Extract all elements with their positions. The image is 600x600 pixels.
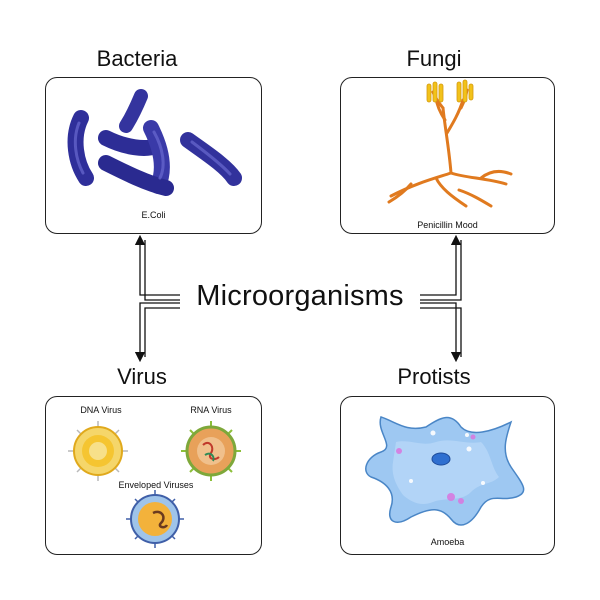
connector-protists	[415, 302, 462, 363]
connector-fungi-2	[415, 240, 462, 301]
connector-virus-2	[144, 307, 185, 357]
fungi-box: Penicillin Mood	[340, 77, 555, 234]
fungi-title: Fungi	[406, 46, 462, 71]
fungi-mycelium	[389, 171, 453, 198]
enveloped-virus	[126, 490, 184, 548]
rna-virus-label: RNA Virus	[190, 405, 232, 415]
diagram-title: Microorganisms	[180, 280, 420, 313]
bacteria-box: E.Coli	[45, 77, 262, 234]
bacteria-illustration	[67, 89, 242, 196]
protists-title: Protists	[397, 364, 471, 389]
connector-bacteria-2	[144, 240, 185, 301]
bacteria-caption: E.Coli	[141, 210, 166, 220]
connector-fungi	[415, 234, 462, 296]
enveloped-virus-label: Enveloped Viruses	[118, 480, 194, 490]
dna-virus	[68, 421, 128, 481]
fungi-caption: Penicillin Mood	[417, 220, 478, 230]
virus-title: Virus	[117, 364, 167, 389]
amoeba-illustration	[365, 416, 525, 526]
dna-virus-label: DNA Virus	[80, 405, 122, 415]
bacterium-5	[98, 155, 174, 196]
bacterium-2	[119, 89, 148, 133]
protists-caption: Amoeba	[430, 537, 465, 547]
amoeba-nucleus	[431, 452, 451, 466]
connector-virus	[134, 302, 185, 363]
virus-box: DNA Virus RNA Virus Enveloped Viruses	[45, 396, 262, 555]
rna-virus	[181, 421, 241, 481]
fungi-spores	[426, 79, 474, 103]
protists-box: Amoeba	[340, 396, 555, 555]
connector-protists-2	[415, 307, 462, 357]
bacteria-title: Bacteria	[96, 46, 178, 71]
virus-illustration	[68, 421, 241, 548]
connector-bacteria	[134, 234, 185, 296]
fungi-stalk	[441, 106, 453, 175]
fungi-illustration	[387, 79, 513, 208]
